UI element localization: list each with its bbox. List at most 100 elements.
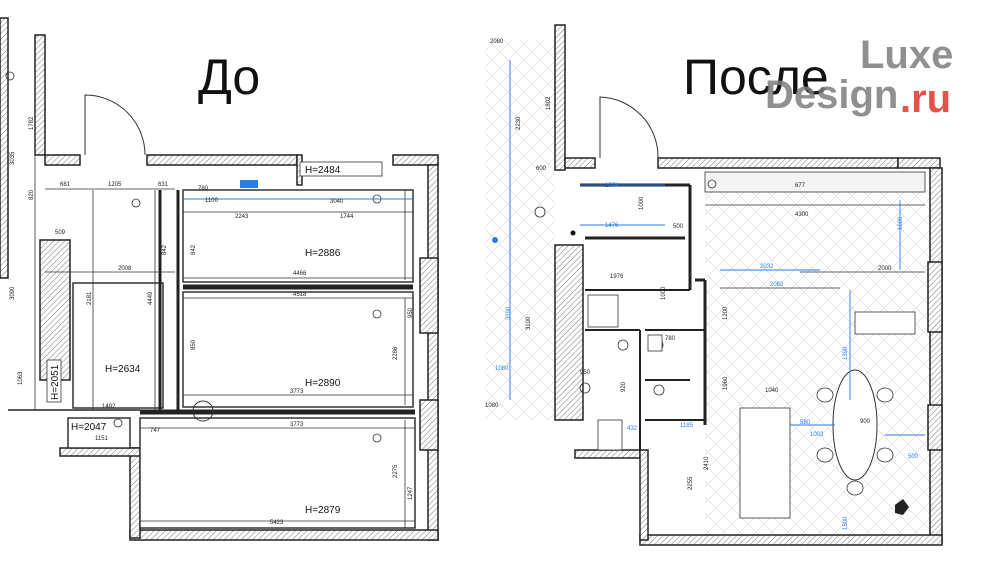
dim-label: 2410: [704, 456, 710, 470]
door-entrance: [599, 96, 659, 159]
logo-luxe: Luxe: [860, 33, 953, 77]
dim-label: 3190: [506, 306, 512, 320]
dim-label: 1744: [340, 214, 354, 220]
height-label: H=2890: [305, 378, 341, 389]
dim-label: 2082: [770, 282, 784, 288]
room-1: [182, 189, 414, 283]
dim-label: 1080: [485, 403, 499, 409]
dim-label: 580: [800, 420, 811, 426]
dim-label: 1500: [843, 516, 849, 530]
dim-label: 1476: [605, 223, 619, 229]
dim-label: 3035: [10, 151, 16, 165]
chair-icon: [876, 387, 894, 403]
dim-label: 950: [580, 370, 591, 376]
dim-label: 4466: [293, 271, 307, 277]
dim-label: 1000: [661, 286, 667, 300]
black-dot-icon: [570, 230, 576, 236]
dim-label: 4518: [293, 292, 307, 298]
dim-label: 1185: [680, 423, 694, 429]
dim-label: 5423: [270, 520, 284, 526]
dim-label: 780: [198, 186, 209, 192]
dim-label: 3100: [526, 316, 532, 330]
riser-circle: [192, 400, 214, 422]
dim-label: 2230: [516, 116, 522, 130]
dim-label: 631: [158, 182, 169, 188]
wall-column-top: [34, 34, 46, 156]
shower-tray: [587, 294, 619, 328]
sink-icon: [707, 179, 717, 189]
blue-marker: [240, 180, 258, 188]
dim-label: 780: [665, 336, 676, 342]
chair-icon: [816, 387, 834, 403]
dim-label: 677: [795, 183, 806, 189]
dim-label: 3040: [330, 199, 344, 205]
dim-label: 600: [536, 166, 547, 172]
dim-label: 3773: [290, 389, 304, 395]
dim-label: 2000: [878, 266, 892, 272]
dim-label: 1247: [408, 486, 414, 500]
dim-label: 2080: [490, 39, 504, 45]
chair-icon: [816, 447, 834, 463]
dim-label: 2032: [760, 264, 774, 270]
room-2: [182, 291, 414, 408]
wall-left: [0, 17, 9, 279]
wall-top-left: [44, 154, 81, 166]
room-small: [67, 417, 131, 449]
height-label: H=2484: [305, 165, 341, 176]
toilet-icon: [597, 419, 623, 451]
chair-icon: [846, 480, 864, 496]
dim-label: 950: [408, 307, 414, 318]
dim-label: 2286: [393, 346, 399, 360]
wall-bottom: [639, 534, 943, 546]
washbasin-icon: [647, 334, 663, 352]
wall-right: [427, 164, 439, 541]
luxedesign-logo: Luxe Design .ru: [760, 30, 975, 120]
dim-label: 500: [673, 224, 684, 230]
floor-plan-after-drawing: 2080 1974 1476 1976 677 4300 2032 2000 2…: [485, 24, 943, 546]
height-box-top: [299, 161, 383, 177]
dim-label: 4300: [795, 212, 809, 218]
logo-ru: .ru: [900, 77, 951, 120]
plant-icon: [895, 499, 909, 515]
height-box-side: [46, 359, 62, 403]
height-label: H=2879: [305, 505, 341, 516]
wall-bottom-step: [59, 447, 141, 457]
plan-after: 2080 1974 1476 1976 677 4300 2032 2000 2…: [480, 0, 1000, 563]
dim-label: 432: [627, 426, 638, 432]
wall-column-middle: [39, 239, 71, 381]
dim-label: 681: [60, 182, 71, 188]
dim-label: 1492: [102, 404, 116, 410]
dim-label: 1205: [108, 182, 122, 188]
wall-top-middle: [657, 157, 899, 169]
wall-right: [929, 167, 943, 544]
dim-label: 3773: [290, 422, 304, 428]
room-hall: [72, 282, 164, 409]
dim-label: 2275: [393, 464, 399, 478]
floor-living: [705, 190, 930, 535]
height-label: H=2886: [305, 248, 341, 259]
logo-graphic: Luxe Design .ru: [765, 33, 953, 120]
dim-label: 820: [29, 189, 35, 200]
dim-label: 1003: [810, 432, 824, 438]
dim-label: 2181: [87, 291, 93, 305]
dim-label: 4449: [148, 291, 154, 305]
sofa-icon: [739, 407, 791, 519]
chair-icon: [876, 447, 894, 463]
logo-design: Design: [765, 73, 898, 117]
dim-label: 1976: [610, 274, 624, 280]
wall-top-right: [897, 157, 941, 169]
dim-label: 920: [621, 381, 627, 392]
dim-label: 3090: [10, 286, 16, 300]
heading-before: До: [198, 49, 261, 105]
dim-label: 1040: [765, 388, 779, 394]
dim-label: 1782: [29, 116, 35, 130]
window-pier-2: [419, 399, 439, 451]
blue-dot-icon: [492, 237, 498, 243]
dim-label: 1020: [898, 216, 904, 230]
wall-top-right: [392, 154, 439, 166]
dim-label: 747: [150, 428, 161, 434]
dim-label: 1000: [639, 196, 645, 210]
dim-label: 1974: [605, 183, 619, 189]
wall-top-middle: [146, 154, 298, 166]
dining-table: [832, 369, 878, 481]
